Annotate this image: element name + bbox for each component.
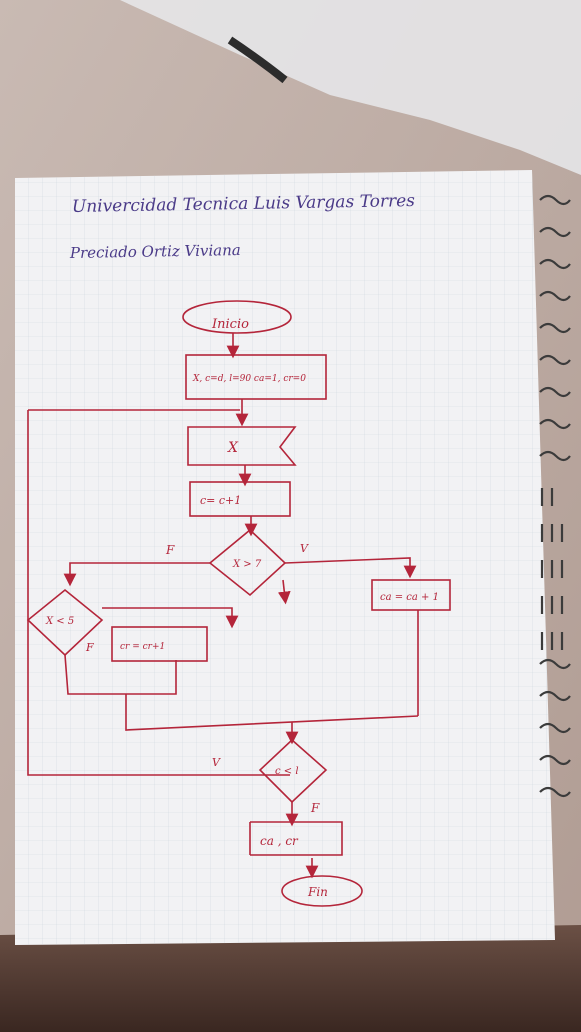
false-label-1: F	[165, 543, 175, 557]
flowchart	[26, 300, 451, 907]
counter-process	[189, 481, 291, 517]
input-label: X	[227, 440, 239, 456]
decision1-label: X > 7	[232, 559, 262, 570]
end-terminal	[281, 875, 363, 907]
false-label-2: F	[85, 641, 94, 654]
table-shadow	[0, 925, 581, 1032]
output-shape	[250, 821, 343, 856]
decision2-label: X < 5	[45, 616, 74, 627]
init-process	[185, 354, 327, 400]
init-label: X, c=d, l=90 ca=1, cr=0	[192, 374, 306, 384]
start-label: Inicio	[211, 317, 249, 332]
true-process-label: ca = ca + 1	[380, 592, 439, 603]
output-label: ca , cr	[260, 834, 299, 848]
loop-false-label: F	[310, 801, 320, 815]
input-shape	[187, 426, 297, 466]
loop-true-label: V	[212, 756, 221, 769]
decision1-diamond	[208, 528, 287, 597]
true-label-1: V	[300, 542, 309, 555]
end-label: Fin	[307, 885, 328, 899]
spiral-binding	[539, 194, 571, 798]
notebook-page	[15, 170, 555, 945]
false-process	[111, 626, 208, 662]
counter-label: c= c+1	[200, 494, 241, 507]
loop-decision-label: c < l	[275, 766, 299, 777]
header-author: Preciado Ortiz Viviana	[69, 241, 241, 262]
true-process	[371, 579, 451, 611]
bag-print	[227, 36, 288, 84]
start-terminal	[182, 300, 292, 334]
false-process-label: cr = cr+1	[120, 642, 165, 652]
